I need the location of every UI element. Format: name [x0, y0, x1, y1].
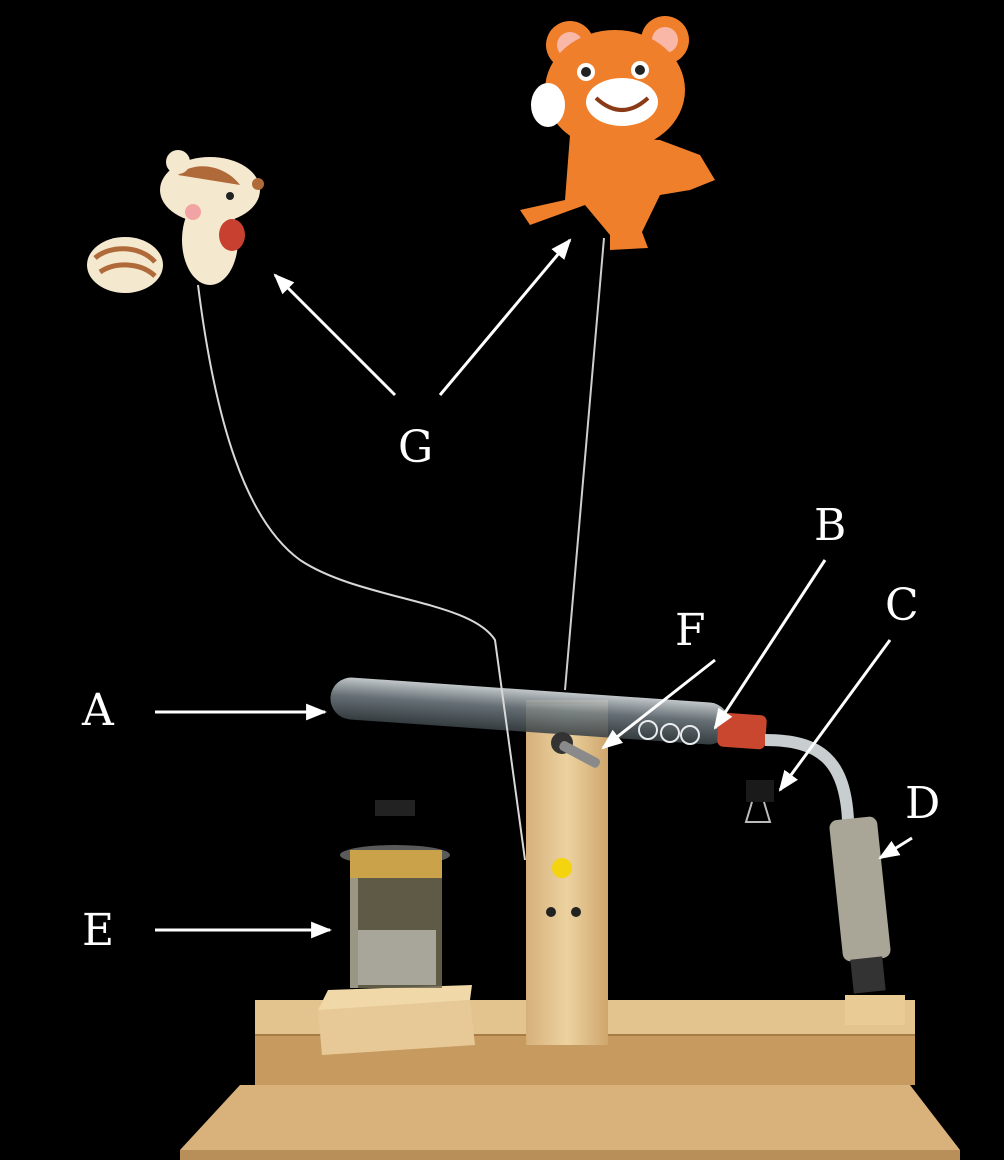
label-b: B — [814, 500, 846, 551]
label-f: F — [675, 605, 706, 656]
label-c: C — [885, 580, 919, 631]
arrow-b — [713, 559, 827, 730]
flexible-tube — [764, 734, 854, 821]
clamp — [744, 780, 774, 823]
arrow-c — [778, 639, 892, 792]
rubber-stopper — [717, 712, 767, 750]
arrow-g-squirrel — [273, 273, 397, 397]
annotation-arrows — [155, 238, 913, 939]
syringe — [829, 816, 891, 994]
jar-block — [318, 985, 475, 1055]
label-g: G — [398, 422, 433, 473]
label-d: D — [905, 778, 940, 829]
crank-arm — [551, 732, 601, 768]
arrow-g-bear — [438, 238, 572, 396]
label-a: A — [81, 685, 115, 736]
bear-string — [564, 237, 605, 691]
squirrel-string — [197, 284, 526, 861]
yellow-knob — [552, 858, 572, 878]
label-e: E — [82, 905, 114, 956]
glass-jar — [340, 800, 450, 988]
bear-cutout-icon — [520, 16, 715, 250]
arrow-d — [878, 836, 913, 860]
arrow-f — [601, 658, 716, 750]
squirrel-cutout-icon — [87, 150, 264, 293]
